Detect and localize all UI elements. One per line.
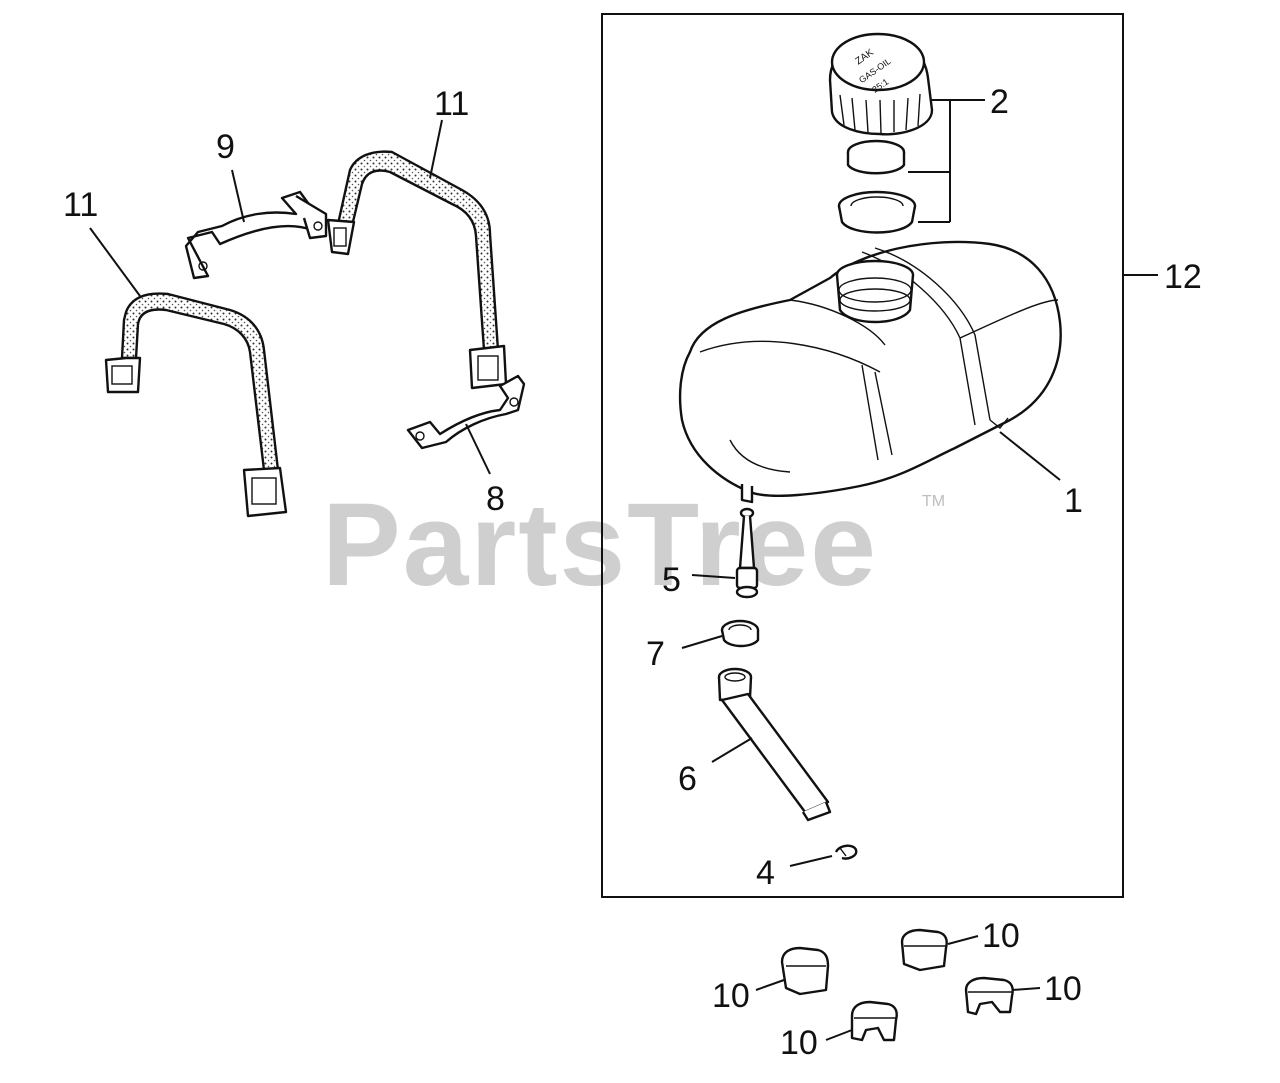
fuel-tank[interactable]	[678, 240, 1062, 504]
callout-8[interactable]: 8	[486, 480, 505, 518]
callout-10-pad4[interactable]: 10	[780, 1024, 818, 1062]
callout-5[interactable]: 5	[662, 561, 681, 599]
callout-7[interactable]: 7	[646, 635, 665, 673]
pad-2[interactable]	[900, 928, 948, 972]
callout-10-pad3[interactable]: 10	[1044, 970, 1082, 1008]
cap-gasket[interactable]	[846, 139, 906, 175]
callout-6[interactable]: 6	[678, 760, 697, 798]
fuel-filter[interactable]	[735, 507, 759, 599]
callout-12[interactable]: 12	[1164, 258, 1202, 296]
tank-bracket-upper[interactable]	[184, 190, 328, 280]
watermark-tm: TM	[922, 493, 945, 510]
callout-2[interactable]: 2	[990, 83, 1009, 121]
callout-10-pad2[interactable]: 10	[982, 917, 1020, 955]
pad-3[interactable]	[964, 976, 1014, 1016]
tank-bracket-lower[interactable]	[406, 374, 526, 450]
assembly-frame	[601, 13, 1124, 898]
callout-10-pad1[interactable]: 10	[712, 977, 750, 1015]
callout-4[interactable]: 4	[756, 854, 775, 892]
callout-9[interactable]: 9	[216, 128, 235, 166]
pad-4[interactable]	[850, 1000, 898, 1042]
tank-strap-left[interactable]	[104, 292, 288, 518]
fuel-cap[interactable]: ZAK GAS-OIL 25:1	[828, 32, 934, 136]
grommet[interactable]	[720, 619, 760, 648]
callout-11-right[interactable]: 11	[434, 85, 469, 123]
callout-11-left[interactable]: 11	[63, 186, 98, 224]
hose-clip[interactable]	[834, 844, 858, 860]
pad-1[interactable]	[780, 946, 830, 996]
watermark-text: PartsTree	[322, 479, 878, 611]
fuel-line[interactable]	[717, 667, 832, 822]
tank-strap-right[interactable]	[326, 150, 508, 390]
callout-1[interactable]: 1	[1064, 482, 1083, 520]
cap-seal-ring[interactable]	[837, 190, 917, 234]
